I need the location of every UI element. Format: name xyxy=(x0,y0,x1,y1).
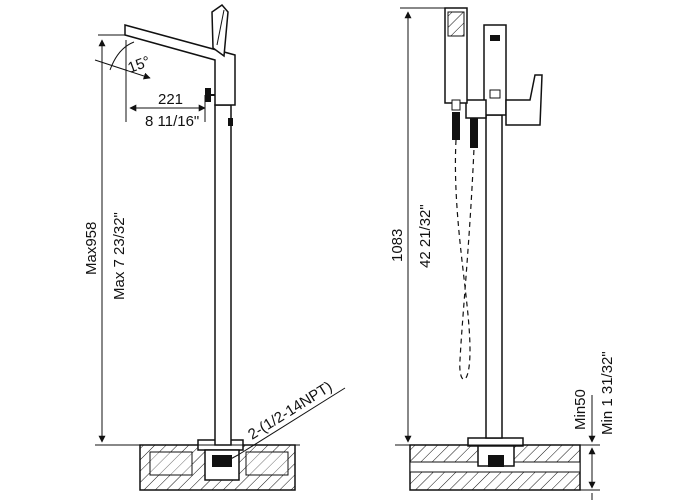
spout-reach-mm: 221 xyxy=(158,91,183,108)
left-faucet xyxy=(124,3,236,446)
total-height-dimension: 1083 42 21/32" xyxy=(389,7,445,443)
total-height-in: 42 21/32" xyxy=(417,204,434,268)
angle-label: 15° xyxy=(126,53,153,77)
spout-reach-in: 8 11/16" xyxy=(145,113,199,130)
connection-label: 2-(1/2-14NPT) xyxy=(245,378,335,443)
right-faucet xyxy=(444,7,543,439)
angle-annotation: 15° xyxy=(94,40,153,80)
min-depth-dimension: Min50 Min 1 31/32" xyxy=(572,351,616,500)
max-height-in: Max 7 23/32" xyxy=(111,212,128,300)
max-height-dimension: Max958 Max 7 23/32" xyxy=(83,34,140,446)
left-view: 15° 221 8 11/16" Max958 Max 7 23/32" 2-(… xyxy=(83,3,346,491)
min-depth-in: Min 1 31/32" xyxy=(599,351,616,435)
left-floor xyxy=(120,439,300,491)
spout-reach-dimension: 221 8 11/16" xyxy=(125,40,206,130)
right-floor xyxy=(395,437,600,491)
min-depth-mm: Min50 xyxy=(572,389,589,430)
total-height-mm: 1083 xyxy=(389,229,406,262)
max-height-mm: Max958 xyxy=(83,222,100,275)
right-view: 1083 42 21/32" Min50 Min 1 31/32" xyxy=(389,7,616,500)
